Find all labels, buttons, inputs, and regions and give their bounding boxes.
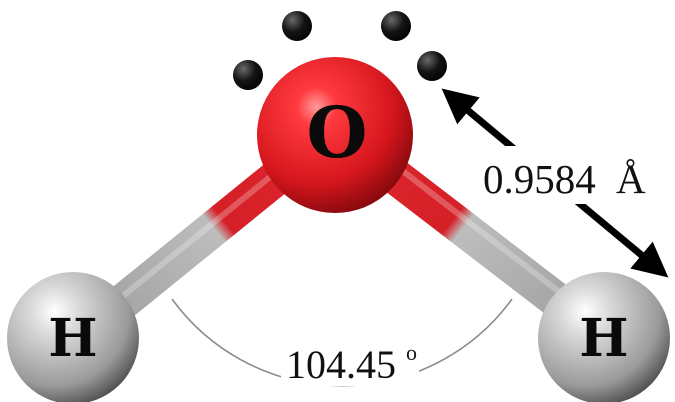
bond-length-label-background (477, 146, 647, 204)
bond-length-label: 0.9584 Å (483, 156, 646, 202)
lone-pair-electron (233, 60, 263, 90)
bond-angle-value: 104.45 (286, 342, 396, 387)
lone-pair-electron (417, 51, 447, 81)
lone-pair-electron (282, 11, 312, 41)
bond-angle-label: 104.45 o (286, 340, 417, 387)
hydrogen-left-symbol: H (48, 308, 97, 369)
hydrogen-right-symbol: H (579, 308, 628, 369)
oxygen-atom: O (257, 57, 413, 213)
oxygen-symbol: O (307, 91, 368, 174)
bond-angle-unit: o (406, 340, 417, 365)
lone-pair-electrons (233, 11, 447, 90)
hydrogen-atom-right: H (538, 272, 670, 402)
lone-pair-electron (381, 11, 411, 41)
bond-length-value: 0.9584 (483, 156, 596, 202)
bond-length-unit: Å (616, 156, 646, 202)
bond-angle-label-background (281, 338, 419, 386)
hydrogen-atom-left: H (7, 272, 139, 402)
